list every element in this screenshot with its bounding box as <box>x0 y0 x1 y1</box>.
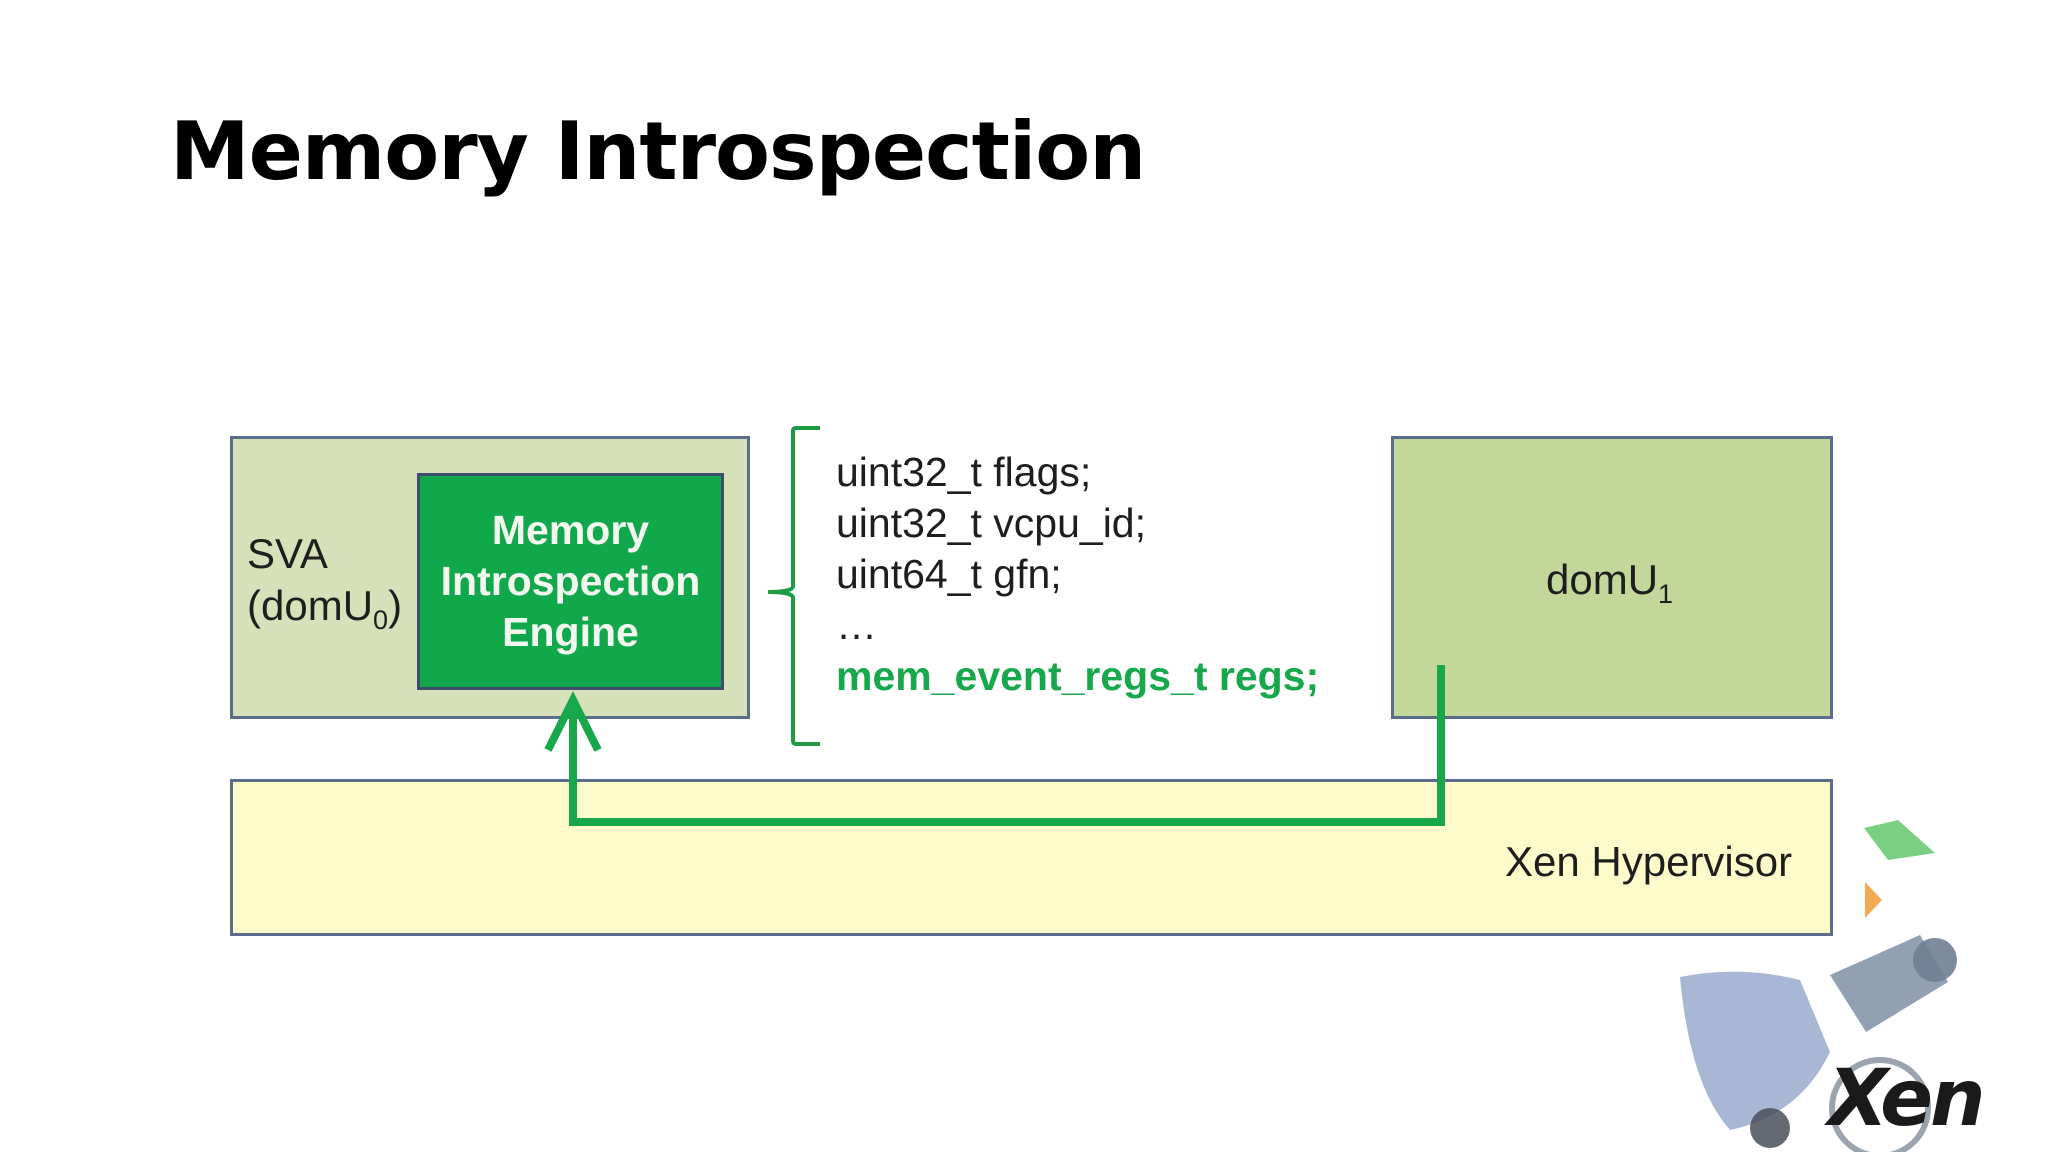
sva-label: SVA (domU0) <box>247 528 403 635</box>
event-flow-arrowhead <box>544 691 602 752</box>
slide-title: Memory Introspection <box>170 105 1146 198</box>
xen-hypervisor-box <box>230 779 1833 936</box>
memory-introspection-engine-box: Memory Introspection Engine <box>417 473 724 690</box>
xen-logo: Xen <box>1828 1054 1986 1144</box>
event-flow-arrow <box>569 665 1445 826</box>
sva-name: SVA <box>247 530 328 577</box>
engine-label-line-3: Engine <box>502 609 639 655</box>
xen-hypervisor-label: Xen Hypervisor <box>1505 838 1793 885</box>
xen-panda-mascot-icon <box>1680 820 1957 1152</box>
engine-label-line-2: Introspection <box>440 558 701 604</box>
struct-field-ellipsis: … <box>836 602 877 648</box>
struct-field: uint64_t gfn; <box>836 551 1062 597</box>
engine-label-line-1: Memory <box>491 507 650 553</box>
struct-field: uint32_t flags; <box>836 449 1092 495</box>
domu1-box <box>1391 436 1833 719</box>
sva-domain-id: (domU0) <box>247 582 403 635</box>
struct-field-highlight: mem_event_regs_t regs; <box>836 653 1320 699</box>
struct-brace <box>767 426 820 746</box>
domu1-label: domU1 <box>1546 556 1674 609</box>
struct-field: uint32_t vcpu_id; <box>836 500 1147 546</box>
mem-event-struct-fields: uint32_t flags; uint32_t vcpu_id; uint64… <box>836 447 1319 702</box>
